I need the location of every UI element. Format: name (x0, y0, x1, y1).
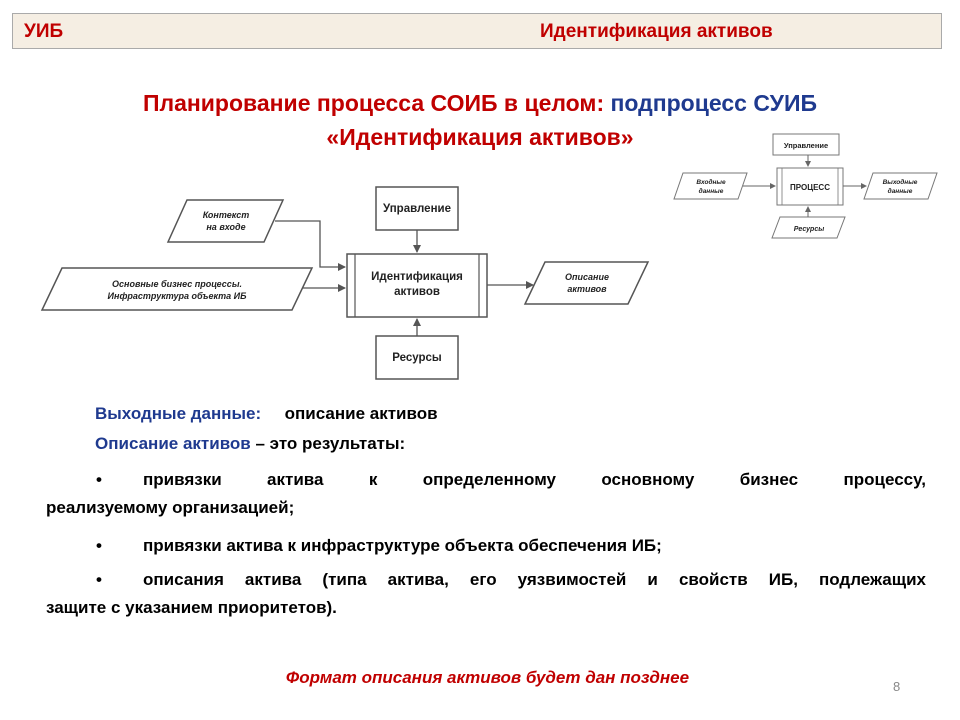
page-number: 8 (893, 679, 901, 694)
connectors (275, 220, 534, 336)
arrow-context-to-process (275, 220, 346, 271)
title-part-blue: подпроцесс СУИБ (604, 90, 818, 116)
bullet-item-3: • описания актива (типа актива, его уязв… (46, 566, 926, 622)
process-label-line-1: Идентификация (371, 271, 463, 283)
mini-outputs-label-1: Выходные (883, 178, 918, 186)
bullet-dot: • (96, 470, 102, 489)
bullet-item-2: • привязки актива к инфраструктуре объек… (46, 532, 926, 560)
bullet-2-line: привязки актива к инфраструктуре объекта… (143, 536, 662, 555)
mini-inputs-label-2: данные (699, 187, 724, 195)
slide-title: Планирование процесса СОИБ в целом: подп… (0, 86, 960, 154)
resources-label: Ресурсы (392, 352, 442, 364)
bullet-1-line-1: привязки актива к определенному основном… (143, 470, 926, 489)
control-label: Управление (383, 203, 451, 215)
title-line-2: «Идентификация активов» (326, 124, 634, 150)
mini-resources-label: Ресурсы (794, 226, 824, 233)
inputs-label-line-2: Инфраструктура объекта ИБ (108, 291, 248, 301)
process-box: Идентификация активов (346, 253, 488, 318)
output-label-line-2: активов (567, 284, 607, 294)
mini-outputs-label-2: данные (888, 187, 913, 195)
footer-note: Формат описания активов будет дан поздне… (285, 668, 690, 687)
mini-process-label: ПРОЦЕСС (790, 183, 830, 192)
bullet-3-line-2: защите с указанием приоритетов). (46, 598, 337, 617)
bullet-3-line-1: описания актива (типа актива, его уязвим… (143, 570, 926, 589)
description-label: Описание активов (95, 434, 251, 453)
inputs-label-line-1: Основные бизнес процессы. (112, 279, 242, 289)
title-part-red: Планирование процесса СОИБ в целом: (142, 90, 605, 116)
header-bar: УИБ Идентификация активов (12, 13, 942, 49)
context-label-line-2: на входе (206, 222, 245, 232)
resources-box: Ресурсы (375, 335, 459, 380)
bullet-item-1: • привязки актива к определенному основн… (46, 466, 926, 522)
mini-diagram: Управление ПРОЦЕСС Ресурсы Входные данны… (673, 133, 938, 239)
header-left-label: УИБ (24, 21, 64, 42)
mini-control-label: Управление (784, 141, 828, 150)
output-shape: Описание активов (523, 261, 650, 305)
description-line: Описание активов – это результаты: (95, 433, 405, 455)
main-inputs-shape: Основные бизнес процессы. Инфраструктура… (40, 267, 314, 311)
output-label-line-1: Описание (565, 272, 609, 282)
bullet-dot: • (96, 570, 102, 589)
description-rest: – это результаты: (250, 434, 406, 453)
outputs-line: Выходные данные: описание активов (95, 403, 438, 425)
outputs-value: описание активов (284, 404, 438, 423)
context-label-line-1: Контекст (203, 210, 250, 220)
mini-inputs-label-1: Входные (696, 178, 726, 186)
process-label-line-2: активов (394, 286, 440, 298)
context-input-shape: Контекст на входе (166, 199, 285, 243)
outputs-label: Выходные данные: (95, 404, 262, 423)
bullet-dot: • (96, 536, 102, 555)
control-box: Управление (375, 186, 459, 231)
header-right-label: Идентификация активов (540, 21, 773, 42)
bullet-1-line-2: реализуемому организацией; (46, 498, 295, 517)
